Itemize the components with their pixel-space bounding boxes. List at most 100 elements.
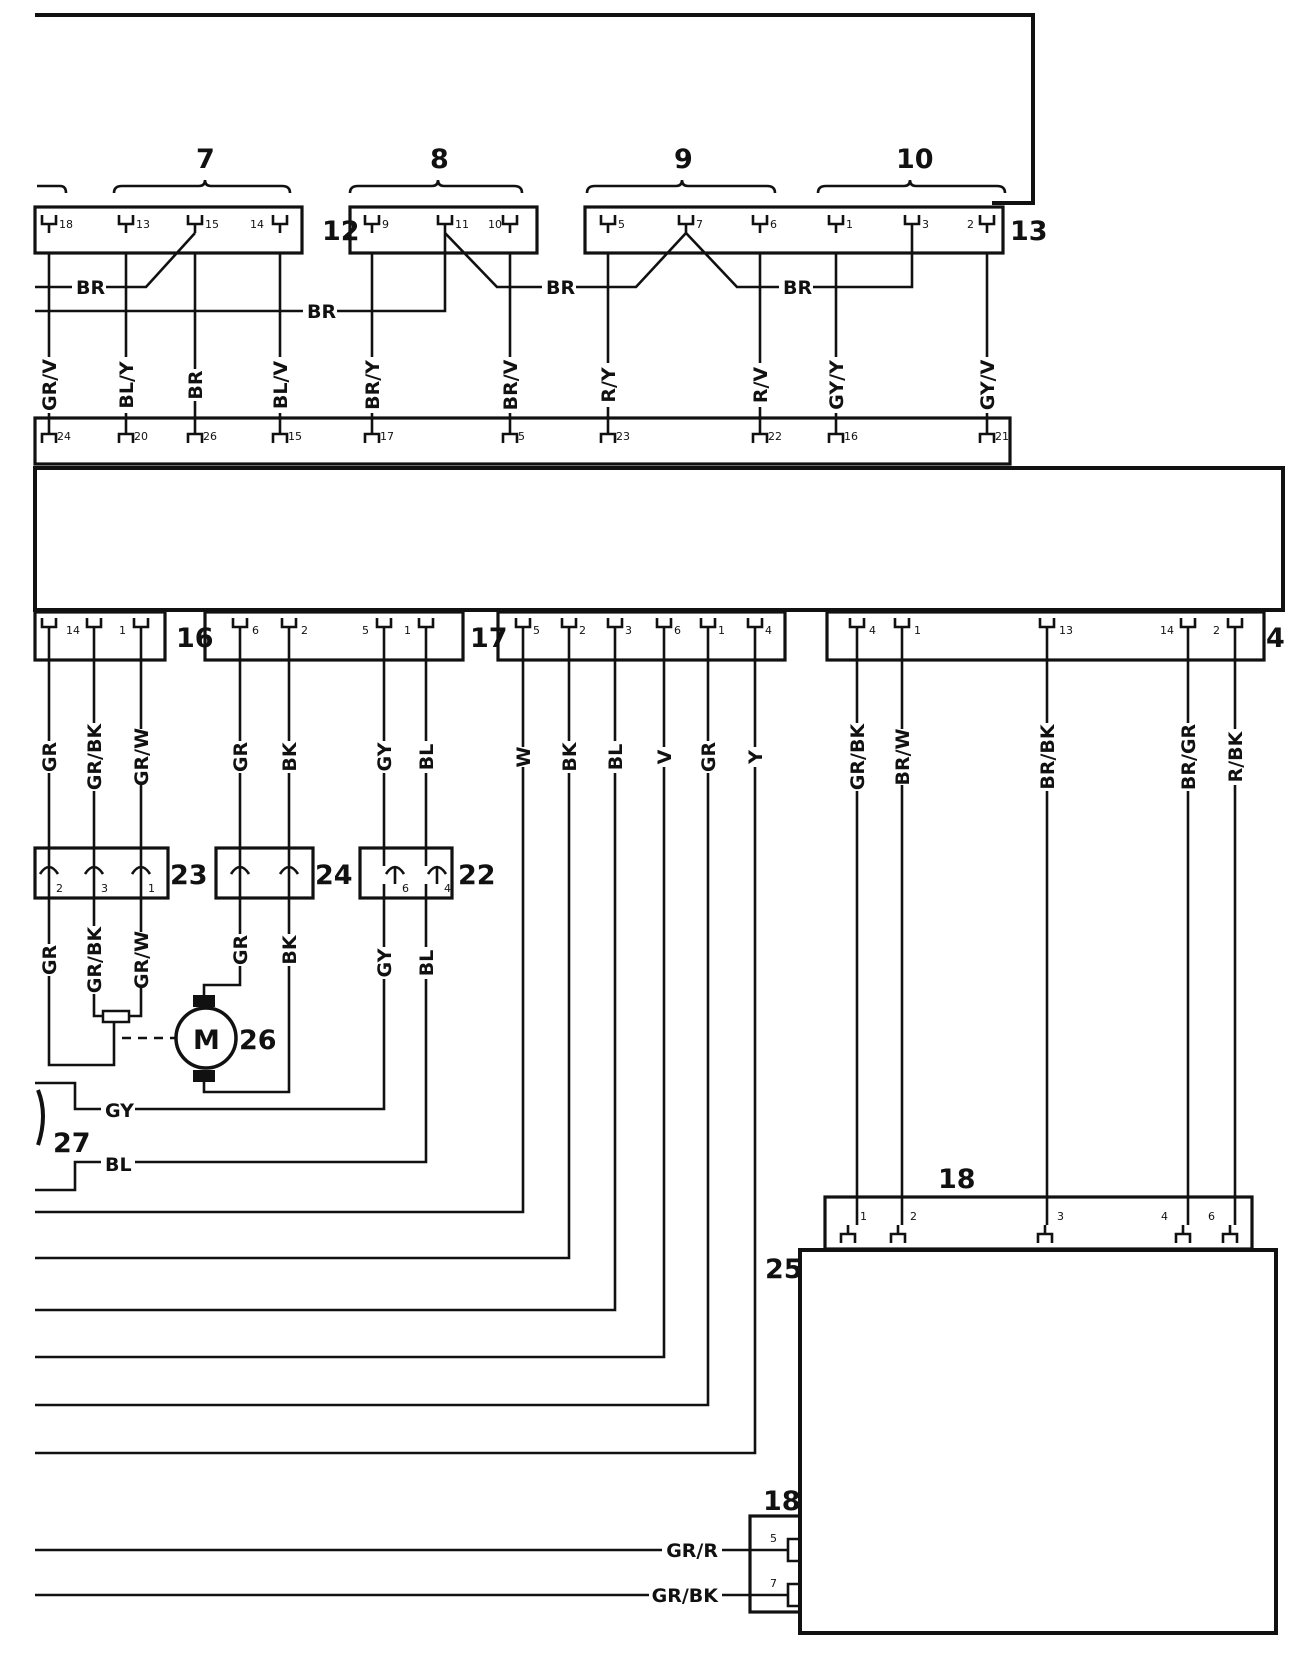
gy-label: GY [105,1100,134,1122]
motor-wire-2 [202,884,291,1094]
br-label-1: BR [76,277,105,299]
socket-pin-label: 1 [148,882,155,895]
connector-label-18-top: 18 [938,1164,976,1195]
bl-wire [35,884,428,1192]
socket-pin-label: 2 [56,882,63,895]
wire-label-top: R/Y [598,367,620,403]
mid-pin [417,618,435,636]
connector-22 [358,846,454,900]
wire-label-top: BL/Y [116,361,138,409]
wire-label-mid: Y [745,750,767,765]
mid-pin-label: 4 [869,624,876,637]
mid-pin [1179,618,1197,636]
row2-pin-label: 20 [134,430,148,443]
conn18-pin-label: 2 [910,1210,917,1223]
top-pin-label: 18 [59,218,73,231]
c17-route-wire [35,636,525,1214]
mid-pin [85,618,103,636]
component-label-26: 26 [239,1025,277,1056]
top-pin-label: 2 [967,218,974,231]
conn18-pin-label: 6 [1208,1210,1215,1223]
connector-label-23: 23 [170,860,208,891]
mid-pin-label: 14 [1160,624,1174,637]
wire-label-lower: GR/BK [84,926,106,994]
connector-label-4: 4 [1266,623,1285,654]
conn18-side-pin-label: 7 [770,1577,777,1590]
wire-label-top: GY/Y [826,360,848,410]
group-label-8: 8 [430,144,449,175]
gr-bk-label: GR/BK [652,1585,720,1607]
wire-label-mid: BR/W [892,728,914,785]
wire-label-lower: BK [279,934,301,964]
row2-pin [117,425,135,443]
mid-pin [132,618,150,636]
c17-route-wire [35,636,666,1359]
br-label-3: BR [546,277,575,299]
connector-label-22: 22 [458,860,496,891]
wire-label-top: R/V [750,367,772,404]
wire-label-mid: BK [279,741,301,771]
wire-label-mid: GR/BK [847,723,869,791]
top-pin [363,215,381,233]
connector-12 [33,205,304,255]
wire-label-top: GR/V [39,359,61,411]
conn18-pin-label: 1 [860,1210,867,1223]
br-wire-4 [685,232,914,289]
group-label-9: 9 [674,144,693,175]
connector-23 [33,846,170,900]
group-label-7: 7 [196,144,215,175]
wire-label-mid: GR [39,742,61,773]
wire-label-mid: GR [230,742,252,773]
row2-pin [501,425,519,443]
mid-pin-label: 4 [765,624,772,637]
connector-label-18-side: 18 [763,1486,801,1517]
mid-pin [746,618,764,636]
wire-label-lower: GR [230,935,252,966]
top-pin-label: 14 [250,218,264,231]
row2-pin-label: 15 [288,430,302,443]
mid-pin-label: 5 [533,624,540,637]
top-pin [677,215,695,233]
top-pin-label: 1 [846,218,853,231]
top-pin [599,215,617,233]
c17-route-wire [35,636,710,1407]
row2-pin [363,425,381,443]
conn18-pin-label: 3 [1057,1210,1064,1223]
row2-pin [40,425,58,443]
mid-pin-label: 1 [718,624,725,637]
row2-pin-label: 21 [995,430,1009,443]
conn18-pin [889,1225,907,1243]
top-pin [978,215,996,233]
mid-pin-label: 3 [625,624,632,637]
wire-label-mid: BL [605,744,627,771]
top-pin [40,215,58,233]
mid-pin [514,618,532,636]
wire-label-mid: GY [374,742,396,771]
wire-label-lower: GR/W [131,931,153,989]
connector-12b [348,205,539,255]
row2-pin-label: 16 [844,430,858,443]
connector-label-17: 17 [470,623,508,654]
row2-pin-label: 22 [768,430,782,443]
wire-label-top: BL/V [270,361,292,410]
gy-wire [35,884,386,1111]
wire-label-top: BR [185,370,207,399]
top-pin [117,215,135,233]
wire-label-lower: GY [374,948,396,977]
wire-label-mid: W [513,746,535,767]
mid-pin-label: 2 [579,624,586,637]
top-pin-label: 3 [922,218,929,231]
module-label-25: 25 [765,1254,803,1285]
wire-label-top: GY/V [977,359,999,410]
top-pin-label: 9 [382,218,389,231]
wire-label-mid: BK [559,741,581,771]
mid-pin [40,618,58,636]
middle-unit-outline [33,466,1285,612]
wire-label-lower: BL [416,950,438,977]
socket-pin [384,865,406,884]
mid-pin [560,618,578,636]
c17-route-wire [35,636,617,1312]
